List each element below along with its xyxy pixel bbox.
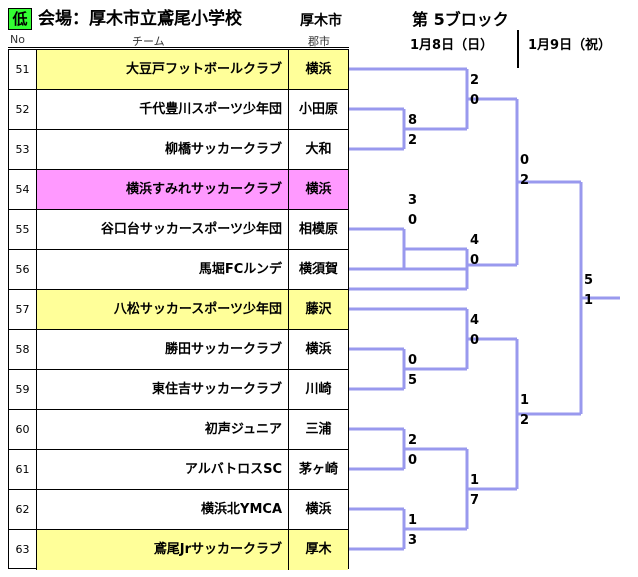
match-score: 7 <box>470 493 480 508</box>
team-area: 横須賀 <box>298 262 338 277</box>
venue-city: 厚木市 <box>300 13 342 29</box>
team-area: 相模原 <box>298 222 338 237</box>
team-area: 厚木 <box>289 530 348 570</box>
date-round1: 1月8日（日） <box>410 38 494 53</box>
match-score: 1 <box>520 393 530 408</box>
team-name: 大豆戸フットボールクラブ <box>37 50 289 89</box>
team-number: 61 <box>9 450 37 489</box>
team-number: 57 <box>9 290 37 329</box>
match-score: 0 <box>470 253 480 268</box>
team-number: 53 <box>9 130 37 169</box>
block-title: 第 5ブロック <box>412 10 509 29</box>
team-area: 茅ヶ崎 <box>298 462 338 477</box>
team-number: 51 <box>9 50 37 89</box>
team-name: 柳橋サッカークラブ <box>37 130 289 169</box>
team-area: 横浜 <box>305 502 332 517</box>
team-number: 56 <box>9 250 37 289</box>
match-score: 1 <box>470 473 480 488</box>
team-number: 59 <box>9 370 37 409</box>
team-name: 千代豊川スポーツ少年団 <box>37 90 289 129</box>
match-score: 1 <box>408 513 418 528</box>
team-number: 62 <box>9 490 37 529</box>
match-score: 0 <box>520 153 530 168</box>
team-area: 三浦 <box>305 422 332 437</box>
date-round2: 1月9日（祝） <box>528 38 612 53</box>
match-score: 5 <box>584 273 594 288</box>
team-area: 藤沢 <box>289 290 348 329</box>
team-area: 横浜 <box>289 170 348 209</box>
match-score: 2 <box>520 173 530 188</box>
match-score: 0 <box>408 353 418 368</box>
match-score: 8 <box>408 113 418 128</box>
date-separator <box>517 30 519 68</box>
team-name: 八松サッカースポーツ少年団 <box>37 290 289 329</box>
match-score: 1 <box>584 293 594 308</box>
match-score: 2 <box>408 433 418 448</box>
level-badge: 低 <box>8 8 32 30</box>
team-area: 川崎 <box>305 382 332 397</box>
match-score: 4 <box>470 233 480 248</box>
team-number: 54 <box>9 170 37 209</box>
team-name: 谷口台サッカースポーツ少年団 <box>37 210 289 249</box>
team-number: 58 <box>9 330 37 369</box>
match-score: 0 <box>408 453 418 468</box>
header-divider <box>8 47 349 48</box>
team-area: 横浜 <box>289 50 348 89</box>
match-score: 0 <box>408 213 418 228</box>
venue-title: 会場：厚木市立鳶尾小学校 <box>38 9 242 29</box>
team-name: アルバトロスSC <box>37 450 289 489</box>
match-score: 2 <box>470 73 480 88</box>
team-number: 52 <box>9 90 37 129</box>
match-score: 3 <box>408 533 418 548</box>
match-score: 0 <box>470 93 480 108</box>
team-number: 60 <box>9 410 37 449</box>
match-score: 2 <box>520 413 530 428</box>
team-name: 勝田サッカークラブ <box>37 330 289 369</box>
team-name: 馬堀FCルンデ <box>37 250 289 289</box>
team-name: 鳶尾Jrサッカークラブ <box>37 530 289 570</box>
match-score: 5 <box>408 373 418 388</box>
match-score: 3 <box>408 193 418 208</box>
table-header: No チーム 郡市 <box>8 32 349 48</box>
team-name: 東住吉サッカークラブ <box>37 370 289 409</box>
team-area: 大和 <box>305 142 332 157</box>
match-score: 0 <box>470 333 480 348</box>
team-name: 横浜北YMCA <box>37 490 289 529</box>
match-score: 4 <box>470 313 480 328</box>
column-header-area: 郡市 <box>308 35 330 48</box>
team-area: 小田原 <box>298 102 338 117</box>
team-name: 初声ジュニア <box>37 410 289 449</box>
team-name: 横浜すみれサッカークラブ <box>37 170 289 209</box>
column-header-team: チーム <box>132 35 165 48</box>
team-number: 55 <box>9 210 37 249</box>
team-number: 63 <box>9 530 37 570</box>
team-area: 横浜 <box>305 342 332 357</box>
column-header-no: No <box>10 33 25 46</box>
match-score: 2 <box>408 133 418 148</box>
